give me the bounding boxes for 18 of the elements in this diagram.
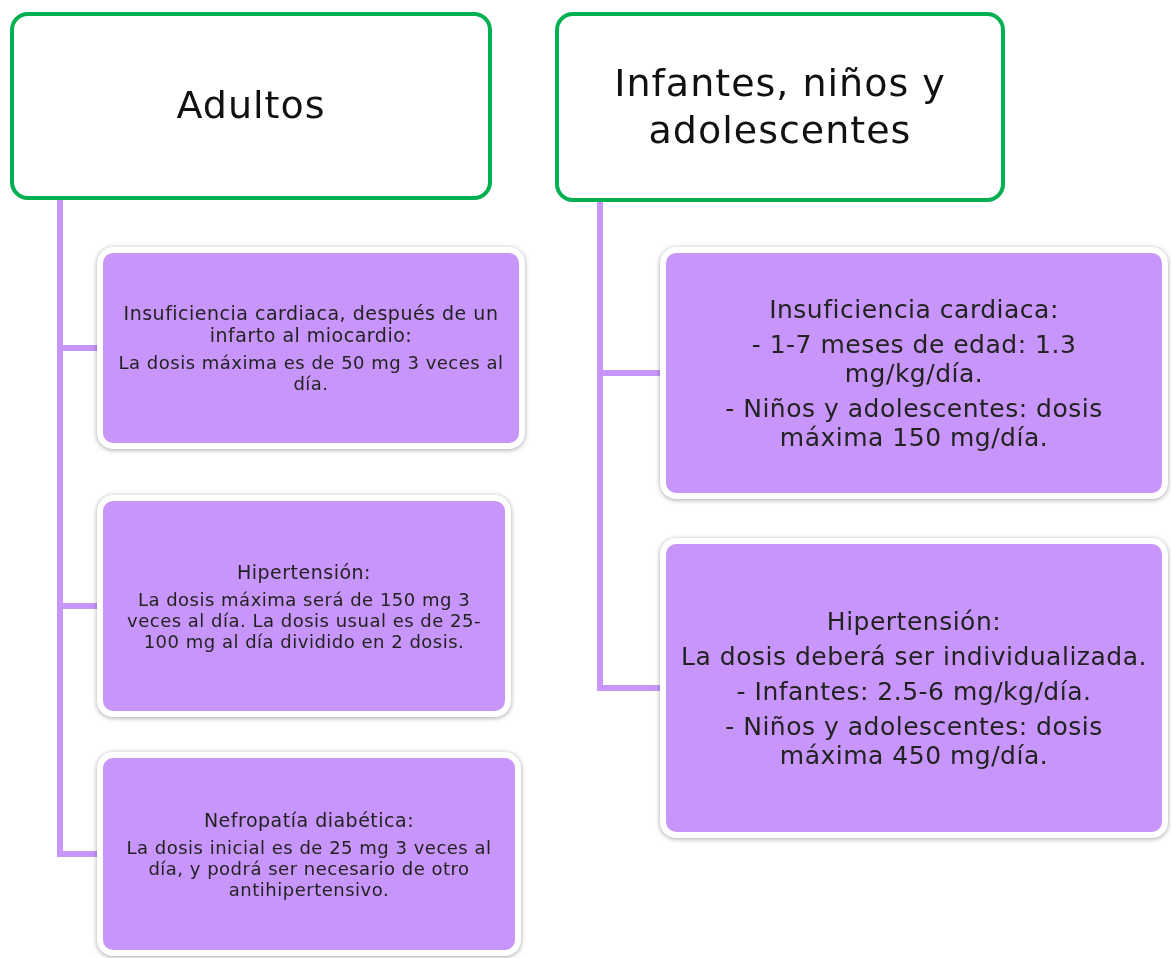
dosage-text: La dosis máxima será de 150 mg 3 veces al día. La dosis usual es de 25-100 mg al día dividido en 2 dosis. (126, 588, 482, 652)
dosage-text: - Niños y adolescentes: dosis máxima 150 mg/día. (724, 393, 1104, 452)
category-title: Infantes, niños y adolescentes (613, 59, 947, 154)
category-box (10, 12, 492, 200)
dosage-text: La dosis deberá ser individualizada. (681, 641, 1147, 671)
category-box (555, 12, 1005, 202)
condition-heading: Insuficiencia cardiaca, después de un infarto al miocardio: (122, 302, 500, 346)
condition-heading: Hipertensión: (236, 560, 372, 583)
dosage-text: La dosis inicial es de 25 mg 3 veces al día, y podrá ser necesario de otro antihipertensivo. (125, 836, 493, 900)
condition-heading: Hipertensión: (826, 606, 1002, 636)
dosage-text: - Infantes: 2.5-6 mg/kg/día. (736, 676, 1092, 706)
connector-line (597, 202, 663, 691)
dosage-text: - 1-7 meses de edad: 1.3 mg/kg/día. (750, 329, 1078, 388)
category-title: Adultos (176, 82, 326, 130)
dosage-text: La dosis máxima es de 50 mg 3 veces al día. (117, 352, 505, 394)
dosage-text: - Niños y adolescentes: dosis máxima 450 mg/día. (724, 711, 1104, 770)
condition-heading: Insuficiencia cardiaca: (769, 294, 1059, 324)
condition-heading: Nefropatía diabética: (203, 808, 415, 831)
